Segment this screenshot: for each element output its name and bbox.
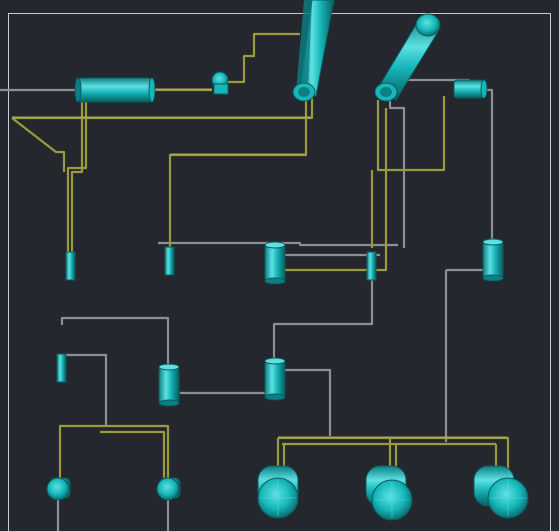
pipe-header-bottom-drop[interactable] xyxy=(284,368,332,436)
pipe-header-slant[interactable] xyxy=(11,117,66,172)
pipe-stack-right-down[interactable] xyxy=(376,96,446,172)
pipe-drum-drop-b[interactable] xyxy=(70,100,84,256)
pipe-top-header[interactable] xyxy=(12,44,314,120)
viewport-frame xyxy=(8,13,551,531)
instrument-c[interactable] xyxy=(366,251,377,281)
pipe-mid-center-up[interactable] xyxy=(272,262,374,360)
pipe-stack-left-drop[interactable] xyxy=(168,60,308,250)
pump-bottom-center[interactable] xyxy=(156,477,181,501)
pipe-pump-suctions[interactable] xyxy=(56,500,170,531)
pipe-header-main[interactable] xyxy=(158,241,398,247)
pump-large-1[interactable] xyxy=(257,465,299,519)
pipe-instrument-d[interactable] xyxy=(64,353,108,426)
tank-mid-center[interactable] xyxy=(264,357,286,401)
drum-top-right[interactable] xyxy=(453,79,488,99)
instrument-d[interactable] xyxy=(56,353,67,383)
tank-center[interactable] xyxy=(264,241,286,285)
pipe-drum-to-pump[interactable] xyxy=(152,32,300,92)
stack-left[interactable] xyxy=(292,0,335,102)
pump-top[interactable] xyxy=(211,71,229,95)
pipe-pump-center-feed[interactable] xyxy=(100,430,166,478)
pipe-mid-left-loop[interactable] xyxy=(60,316,170,370)
olive-pipe-network xyxy=(11,32,510,478)
pump-bottom-left[interactable] xyxy=(46,477,71,501)
stack-right[interactable] xyxy=(374,13,441,102)
pump-large-2[interactable] xyxy=(365,465,413,521)
olive-highlights xyxy=(12,88,507,438)
instrument-b[interactable] xyxy=(164,246,175,276)
instrument-a[interactable] xyxy=(65,251,76,281)
drum-top-left[interactable] xyxy=(74,77,156,103)
gray-pipe-network xyxy=(0,78,494,531)
pipe-right-tank-feed[interactable] xyxy=(276,108,388,272)
pump-large-3[interactable] xyxy=(473,465,529,519)
pipe-bottom-header-2[interactable] xyxy=(282,442,498,472)
tank-mid-left[interactable] xyxy=(158,363,180,407)
pipe-right-drop[interactable] xyxy=(444,268,490,442)
pipe-pump-left-loop[interactable] xyxy=(58,424,170,478)
tank-right[interactable] xyxy=(482,238,504,282)
pipe-drum-drop-a[interactable] xyxy=(66,102,88,256)
